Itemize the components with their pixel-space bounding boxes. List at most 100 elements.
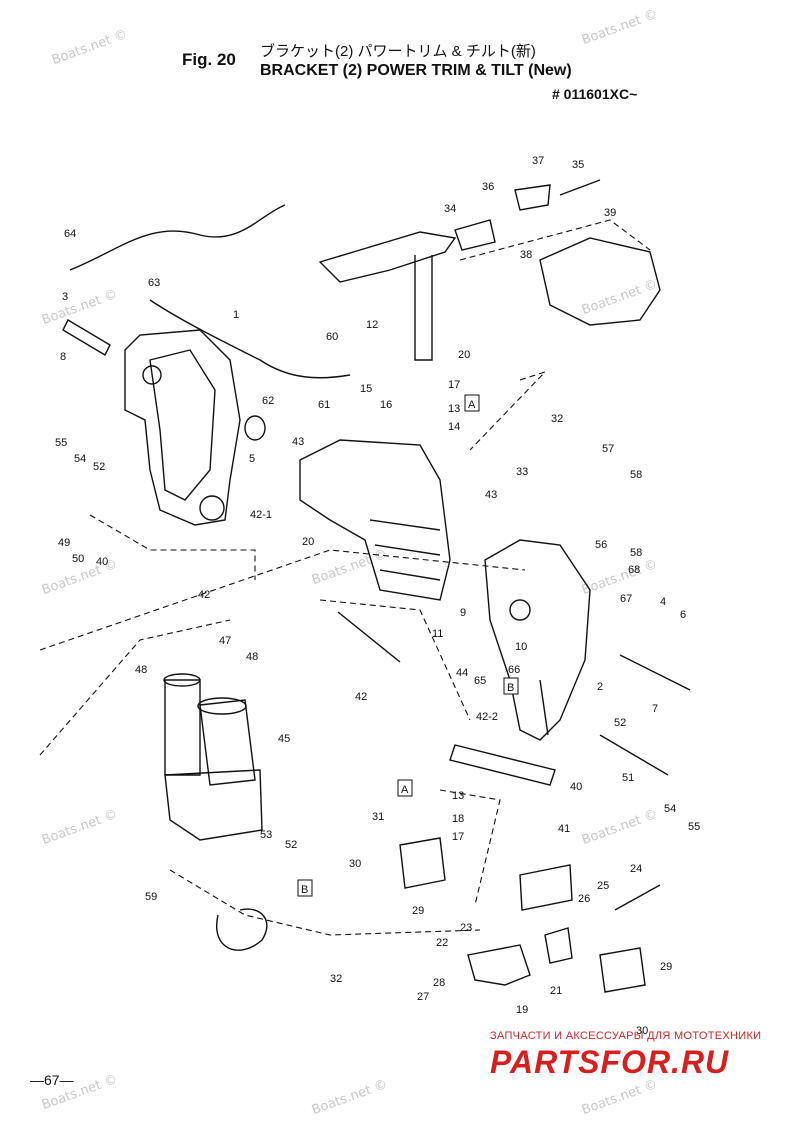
tag-box xyxy=(297,879,313,897)
callout-17b: 17 xyxy=(452,831,464,843)
callout-35: 35 xyxy=(572,159,584,171)
pump-base xyxy=(164,769,263,841)
tag-box xyxy=(503,677,519,695)
swivel-bracket xyxy=(299,439,451,601)
callout-37: 37 xyxy=(532,155,544,167)
callout-32: 32 xyxy=(551,413,563,425)
tag-B-lower: B xyxy=(301,884,308,896)
callout-55b: 55 xyxy=(688,821,700,833)
callout-39: 39 xyxy=(604,207,616,219)
brand-logo: PARTSFOR.RU xyxy=(490,1044,730,1080)
callout-58: 58 xyxy=(630,469,642,481)
callout-30b: 30 xyxy=(636,1025,648,1037)
callout-21: 21 xyxy=(550,985,562,997)
callout-52c: 52 xyxy=(285,839,297,851)
callout-15: 15 xyxy=(360,383,372,395)
callout-8: 8 xyxy=(60,351,66,363)
tag-A: A xyxy=(468,399,476,411)
callout-2: 2 xyxy=(597,681,603,693)
callout-52b: 52 xyxy=(614,717,626,729)
callout-1: 1 xyxy=(233,309,239,321)
bolt-3 xyxy=(62,319,111,356)
callout-43b: 43 xyxy=(485,489,497,501)
callout-59: 59 xyxy=(145,891,157,903)
bracket-2-hole xyxy=(509,599,531,621)
callout-19: 19 xyxy=(516,1004,528,1016)
motor-45-cap xyxy=(197,697,247,715)
cylinder-45-top xyxy=(163,673,201,687)
callout-45: 45 xyxy=(278,733,290,745)
callout-42b: 42 xyxy=(355,691,367,703)
swivel-shaft-12 xyxy=(414,255,433,361)
title-japanese: ブラケット(2) パワートリム & チルト(新) xyxy=(260,43,536,60)
callout-62: 62 xyxy=(262,395,274,407)
bracket-lower xyxy=(519,864,573,911)
callout-33: 33 xyxy=(516,466,528,478)
callout-29b: 29 xyxy=(660,961,672,973)
callout-16: 16 xyxy=(380,399,392,411)
swivel-arm-12 xyxy=(318,231,457,283)
callout-55: 55 xyxy=(55,437,67,449)
callout-58b: 58 xyxy=(630,547,642,559)
callout-42-1: 42-1 xyxy=(250,509,272,521)
callout-40: 40 xyxy=(96,556,108,568)
serial-range: # 011601XC~ xyxy=(552,86,638,102)
tag-box xyxy=(464,394,480,412)
callout-17: 17 xyxy=(448,379,460,391)
callout-7: 7 xyxy=(652,703,658,715)
bracket-1-hole xyxy=(142,365,162,385)
callout-66: 66 xyxy=(508,664,520,676)
bracket-38 xyxy=(539,237,661,326)
bracket-2 xyxy=(484,539,591,741)
callout-31: 31 xyxy=(372,811,384,823)
callout-14: 14 xyxy=(448,421,460,433)
callout-50: 50 xyxy=(72,553,84,565)
callout-20b: 20 xyxy=(302,536,314,548)
callout-38: 38 xyxy=(520,249,532,261)
letter-tags: A B A B xyxy=(297,394,519,897)
callout-61: 61 xyxy=(318,399,330,411)
callout-13b: 13 xyxy=(452,790,464,802)
wire-harness xyxy=(149,299,351,379)
tag-box xyxy=(397,779,413,797)
callout-9: 9 xyxy=(460,607,466,619)
tag-A-lower: A xyxy=(401,784,409,796)
plate-29-right xyxy=(599,947,646,993)
callout-11: 11 xyxy=(432,628,443,640)
bracket-1-hole xyxy=(199,495,225,521)
leader-lines xyxy=(39,219,651,936)
rod-7 xyxy=(619,654,691,691)
callout-64: 64 xyxy=(64,228,76,240)
callout-40b: 40 xyxy=(570,781,582,793)
callout-26: 26 xyxy=(578,893,590,905)
figure-number: Fig. 20 xyxy=(182,50,236,69)
callout-53: 53 xyxy=(260,829,272,841)
callout-13: 13 xyxy=(448,403,460,415)
title-english: BRACKET (2) POWER TRIM & TILT (New) xyxy=(260,62,572,79)
callout-6: 6 xyxy=(680,609,686,621)
callout-48b: 48 xyxy=(246,651,258,663)
callout-65: 65 xyxy=(474,675,486,687)
callout-36: 36 xyxy=(482,181,494,193)
callout-51: 51 xyxy=(622,772,634,784)
callout-5: 5 xyxy=(249,453,255,465)
callout-43: 43 xyxy=(292,436,304,448)
cylinder-45 xyxy=(164,679,201,776)
callout-25: 25 xyxy=(597,880,609,892)
rod-11 xyxy=(337,611,401,663)
plate-29 xyxy=(399,837,446,889)
callout-49: 49 xyxy=(58,537,70,549)
plate-37 xyxy=(514,184,551,211)
callout-42-2: 42-2 xyxy=(476,711,498,723)
callout-4: 4 xyxy=(660,596,666,608)
callout-27: 27 xyxy=(417,991,429,1003)
callout-24: 24 xyxy=(630,863,642,875)
tag-B: B xyxy=(507,682,514,694)
callout-63: 63 xyxy=(148,277,160,289)
sleeve-5 xyxy=(244,415,266,441)
callout-60: 60 xyxy=(326,331,338,343)
callout-10: 10 xyxy=(515,641,527,653)
bracket-1-inner xyxy=(149,349,216,501)
callout-22: 22 xyxy=(436,937,448,949)
